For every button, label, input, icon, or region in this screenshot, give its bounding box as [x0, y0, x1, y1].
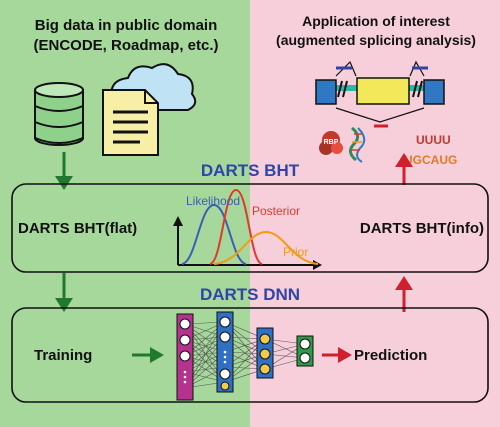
- database-icon: [34, 82, 84, 146]
- dnn-box: [11, 307, 489, 403]
- rna-structure-icon: [349, 126, 366, 163]
- red-arrow-bht-to-application: [395, 153, 413, 185]
- rbp-label: RBP: [324, 139, 339, 146]
- distribution-plot: [173, 188, 322, 270]
- red-arrow-prediction: [322, 347, 352, 363]
- bht-title: DARTS BHT: [201, 161, 300, 180]
- right-header-line2: (augmented splicing analysis): [276, 32, 476, 48]
- motif-uuuu: UUUU: [416, 133, 451, 147]
- bht-box: [11, 183, 489, 273]
- right-header-line1: Application of interest: [302, 13, 450, 29]
- bht-flat-label: DARTS BHT(flat): [18, 220, 137, 237]
- dnn-title: DARTS DNN: [200, 285, 300, 304]
- training-label: Training: [34, 347, 92, 364]
- green-arrow-training: [132, 347, 164, 363]
- left-header-line1: Big data in public domain: [35, 17, 218, 34]
- green-arrow-data-to-bht: [55, 152, 73, 190]
- green-arrow-bht-to-dnn: [55, 273, 73, 312]
- left-header-line2: (ENCODE, Roadmap, etc.): [33, 37, 218, 54]
- splicing-gene-model: [315, 60, 445, 128]
- likelihood-curve: [181, 203, 247, 265]
- prediction-label: Prediction: [354, 347, 427, 364]
- document-icon: [102, 89, 159, 156]
- bht-info-label: DARTS BHT(info): [360, 220, 484, 237]
- rbp-icon: RBP: [319, 131, 343, 155]
- posterior-curve: [209, 188, 263, 265]
- neural-network: [176, 311, 314, 401]
- right-panel: [250, 0, 500, 427]
- prior-curve: [213, 230, 319, 265]
- posterior-label: Posterior: [252, 204, 300, 218]
- likelihood-label: Likelihood: [186, 194, 240, 208]
- prior-label: Prior: [283, 245, 308, 259]
- motif-ugcaug: UGCAUG: [404, 153, 457, 167]
